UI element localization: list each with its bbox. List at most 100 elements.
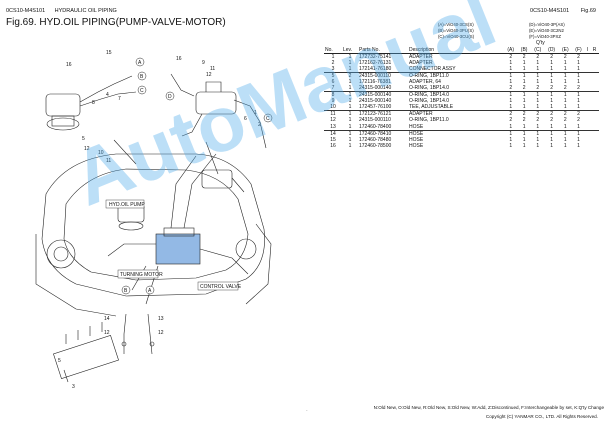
- cell-no: 3: [331, 65, 335, 72]
- callout-a-lower: A: [148, 288, 152, 294]
- callout-num-15: 15: [106, 50, 112, 56]
- cell-r: [590, 110, 599, 118]
- cell-no: 6: [331, 78, 335, 85]
- cell-no: 11: [324, 110, 342, 118]
- cell-qty: 1: [563, 65, 567, 72]
- cell-qty: 1: [509, 65, 513, 72]
- cell-parts-no: 24315-000140: [358, 91, 408, 99]
- cell-r: [590, 104, 599, 111]
- callout-d: D: [168, 94, 172, 100]
- callout-num-4: 4: [106, 92, 109, 98]
- cell-no: 15: [330, 136, 336, 143]
- cell-qty: 2: [550, 53, 554, 60]
- cell-lev: 1: [342, 91, 358, 99]
- cell-qty: 1: [536, 123, 540, 130]
- pump-top: [170, 73, 267, 149]
- cell-qty: 1: [536, 65, 540, 72]
- cell-qty: 1: [558, 91, 572, 99]
- cell-parts-no: 172457-76100: [359, 104, 392, 111]
- cell-qty: 1: [509, 98, 513, 105]
- cell-qty: 2: [536, 117, 540, 124]
- parts-table: No. Lev. Parts No. Description (A) (B) (…: [324, 41, 599, 149]
- cell-qty: 2: [563, 53, 567, 60]
- catalog-code: 0CS10-M4S101: [6, 8, 46, 14]
- cell-qty: 1: [504, 129, 518, 137]
- cell-no: 1: [331, 53, 335, 60]
- col-d: (D): [544, 41, 559, 54]
- callout-num-2: 2: [258, 122, 261, 128]
- cell-qty: 2: [509, 53, 513, 60]
- callout-num-12: 12: [84, 146, 90, 152]
- cell-qty: 2: [522, 117, 526, 124]
- cell-qty: 1: [544, 91, 559, 99]
- cell-qty: 1: [504, 71, 518, 79]
- cell-r: [590, 129, 599, 137]
- callout-num-8: 8: [92, 100, 95, 106]
- cell-lev: 1: [348, 59, 352, 66]
- cell-qty: 1: [577, 136, 580, 143]
- variant-d: (D)=ViO40-3P(AS): [529, 22, 565, 27]
- cell-qty: 2: [577, 84, 580, 91]
- cell-qty: 1: [577, 123, 580, 130]
- cell-qty: 1: [563, 104, 567, 111]
- cell-description: TEE, ADJUSTABLE: [409, 104, 454, 111]
- cell-qty: 2: [536, 84, 540, 91]
- cell-qty: 1: [550, 104, 554, 111]
- cell-qty: 1: [558, 71, 572, 79]
- cell-qty: 1: [536, 136, 540, 143]
- cell-qty: 2: [517, 110, 531, 118]
- label-control-valve: CONTROL VALVE: [200, 284, 242, 290]
- col-c: (C): [530, 41, 545, 54]
- cell-qty: 1: [577, 142, 580, 149]
- callout-num-5-lower: 5: [58, 358, 61, 364]
- cell-qty: 1: [536, 98, 540, 105]
- cell-qty: 1: [563, 59, 567, 66]
- cell-parts-no: 172123-76121: [358, 110, 408, 118]
- cell-no: 10: [330, 104, 336, 111]
- cell-qty: 1: [577, 78, 580, 85]
- cell-r: [590, 124, 599, 131]
- cell-description: HOSE: [409, 136, 424, 143]
- col-r: R: [590, 41, 599, 54]
- callout-num-5: 5: [82, 136, 85, 142]
- cell-qty: 1: [509, 142, 513, 149]
- cell-qty: 1: [563, 78, 567, 85]
- cell-r: [590, 53, 599, 60]
- cell-parts-no: 24315-000140: [359, 84, 392, 91]
- cell-qty: 1: [550, 78, 554, 85]
- cell-parts-no: 172460-78410: [358, 129, 408, 137]
- cell-qty: 1: [509, 78, 513, 85]
- cell-qty: 1: [522, 98, 526, 105]
- cell-no: 2: [331, 59, 335, 66]
- cell-qty: 2: [509, 84, 513, 91]
- variant-b: (B)=ViO40-3PU(S): [438, 28, 474, 33]
- variant-legend-right: (D)=ViO40-3P(AS) (E)=ViO40-3C2N2 (F)=ViO…: [529, 22, 565, 40]
- cell-qty: 1: [563, 98, 567, 105]
- cell-qty: 1: [544, 129, 559, 137]
- col-parts-no: Parts No.: [358, 41, 408, 54]
- cell-r: [590, 143, 599, 149]
- cell-qty: 1: [550, 98, 554, 105]
- cell-qty: 1: [577, 98, 580, 105]
- cell-qty: 1: [517, 71, 531, 79]
- callout-num-11: 11: [106, 158, 111, 164]
- cell-no: 5: [324, 71, 342, 79]
- callout-a: A: [138, 60, 142, 66]
- cell-r: [590, 91, 599, 99]
- cell-parts-no: 172162-76131: [359, 59, 392, 66]
- cell-qty: 1: [571, 129, 585, 137]
- callout-num-16: 16: [66, 62, 72, 68]
- turning-motor-top: [45, 75, 137, 131]
- cell-qty: 1: [522, 136, 526, 143]
- cell-qty: 1: [550, 59, 554, 66]
- label-hyd-oil-pump: HYD.OIL PUMP: [109, 202, 145, 208]
- cell-description: HOSE: [409, 123, 424, 130]
- cell-lev: 1: [342, 129, 358, 137]
- cell-lev: 2: [342, 71, 358, 79]
- col-description: Description: [408, 41, 504, 54]
